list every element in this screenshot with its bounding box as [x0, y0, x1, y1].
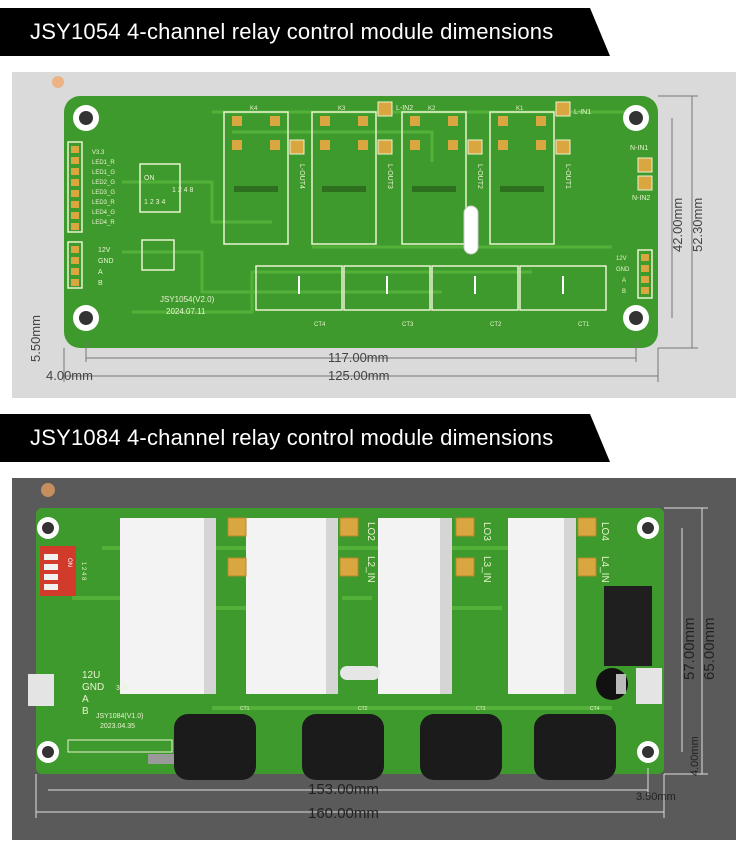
dim-outer-width: 125.00mm: [328, 368, 389, 383]
voltage-label: 3.3V: [116, 685, 131, 692]
power-pin-label: B: [82, 706, 89, 717]
section2-panel: ON 1 2 4 8 LO2 L2_IN LO3 L3_IN LO4 L4_IN…: [12, 478, 736, 840]
dip-switch-numbers: 1 2 3 4: [144, 199, 166, 206]
dim-inner-width: 153.00mm: [308, 781, 379, 798]
output-label: L-OUT2: [476, 164, 483, 189]
input-label: L4_IN: [599, 556, 610, 583]
dip-switch-weights: 1 2 4 8: [172, 187, 194, 194]
fuse: [463, 205, 479, 255]
left-pin-label: LED4_R: [92, 220, 115, 226]
power-pin-label: GND: [616, 267, 630, 273]
left-pin-label: LED1_R: [92, 160, 115, 166]
dim-offset-x: 4.00mm: [46, 368, 93, 383]
power-pin-label: B: [622, 289, 626, 295]
left-connector: [28, 674, 54, 706]
section2-title-banner: JSY1084 4-channel relay control module d…: [0, 414, 610, 462]
left-pin-label: LED4_G: [92, 210, 115, 216]
power-pin-label: 12U: [82, 670, 100, 681]
dim-inner-width: 117.00mm: [328, 350, 388, 365]
relay-outlines: [223, 111, 555, 245]
power-pin-label: A: [82, 694, 89, 705]
ct-label: CT4: [314, 322, 326, 328]
dip-switch: [139, 163, 181, 213]
ct-label: CT4: [590, 706, 600, 712]
ct-label: CT3: [476, 706, 486, 712]
relay-label: K2: [428, 106, 436, 112]
ct-label: CT2: [358, 706, 368, 712]
dim-outer-height: 52.30mm: [690, 198, 705, 252]
power-pin-label: A: [622, 278, 626, 284]
output-label: LO4: [599, 522, 610, 541]
dip-switch-label: ON: [66, 558, 72, 567]
ct-coils: [174, 714, 616, 780]
bottom-header: [67, 739, 173, 753]
dim-outer-height: 65.00mm: [701, 617, 718, 680]
dim-offset-y: 5.50mm: [28, 315, 43, 362]
jsy1054-drawing: V3.3 LED1_R LED1_G LED2_G LED3_G LED3_R …: [28, 76, 705, 383]
neutral-label: N-IN1: [630, 145, 648, 152]
dip-switch-weights: 1 2 4 8: [80, 562, 86, 581]
crystal: [340, 666, 380, 680]
dim-inner-height: 57.00mm: [681, 617, 698, 680]
output-label: L-OUT1: [564, 164, 571, 189]
ct-label: CT1: [578, 322, 590, 328]
output-label: LO2: [365, 522, 376, 541]
section1-title: JSY1054 4-channel relay control module d…: [30, 19, 554, 44]
output-label: L-OUT4: [298, 164, 305, 189]
mounting-holes: [73, 105, 649, 331]
left-pin-label: LED3_R: [92, 200, 115, 206]
section1-panel: V3.3 LED1_R LED1_G LED2_G LED3_G LED3_R …: [12, 72, 736, 398]
relay-label: K3: [338, 106, 346, 112]
power-pin-label: 12V: [98, 247, 111, 254]
left-pin-label: LED2_G: [92, 180, 115, 186]
neutral-label: N-IN2: [632, 195, 650, 202]
board-date: 2024.07.11: [166, 307, 206, 316]
input-label: L-IN1: [574, 109, 591, 116]
mounting-holes: [37, 517, 659, 763]
power-pin-label: A: [98, 269, 103, 276]
left-pin-label: V3.3: [92, 150, 105, 156]
section1-title-banner: JSY1054 4-channel relay control module d…: [0, 8, 610, 56]
relay-label: K1: [516, 106, 524, 112]
power-pin-label: 12V: [616, 256, 627, 262]
dim-offset-y: 4.00mm: [689, 736, 701, 776]
board-label: JSY1054(V2.0): [160, 295, 215, 304]
relays: [120, 518, 576, 694]
output-label: L-OUT3: [386, 164, 393, 189]
ct-label: CT3: [402, 322, 414, 328]
right-connector: [636, 668, 662, 704]
input-label: L3_IN: [481, 556, 492, 583]
ct-blocks: [255, 265, 607, 311]
section2-title: JSY1084 4-channel relay control module d…: [30, 425, 554, 450]
power-pin-label: GND: [98, 258, 114, 265]
power-pin-label: GND: [82, 682, 104, 693]
jsy1084-drawing: ON 1 2 4 8 LO2 L2_IN LO3 L3_IN LO4 L4_IN…: [28, 483, 718, 822]
input-label: L-IN2: [396, 105, 413, 112]
output-label: LO3: [481, 522, 492, 541]
board-date: 2023.04.35: [100, 723, 135, 730]
jsy1054-board: [64, 96, 658, 348]
dim-outer-width: 160.00mm: [308, 805, 379, 822]
left-pin-label: LED1_G: [92, 170, 115, 176]
power-module: [604, 586, 652, 666]
input-label: L2_IN: [365, 556, 376, 583]
board-label: JSY1084(V1.0): [96, 713, 143, 720]
ct-label: CT2: [490, 322, 502, 328]
dim-offset-x: 3.50mm: [636, 791, 676, 803]
ct-label: CT1: [240, 706, 250, 712]
left-pin-label: LED3_G: [92, 190, 115, 196]
dip-switch-label: ON: [144, 175, 155, 182]
power-pin-label: B: [98, 280, 103, 287]
relay-label: K4: [250, 106, 258, 112]
dim-inner-height: 42.00mm: [670, 198, 685, 252]
